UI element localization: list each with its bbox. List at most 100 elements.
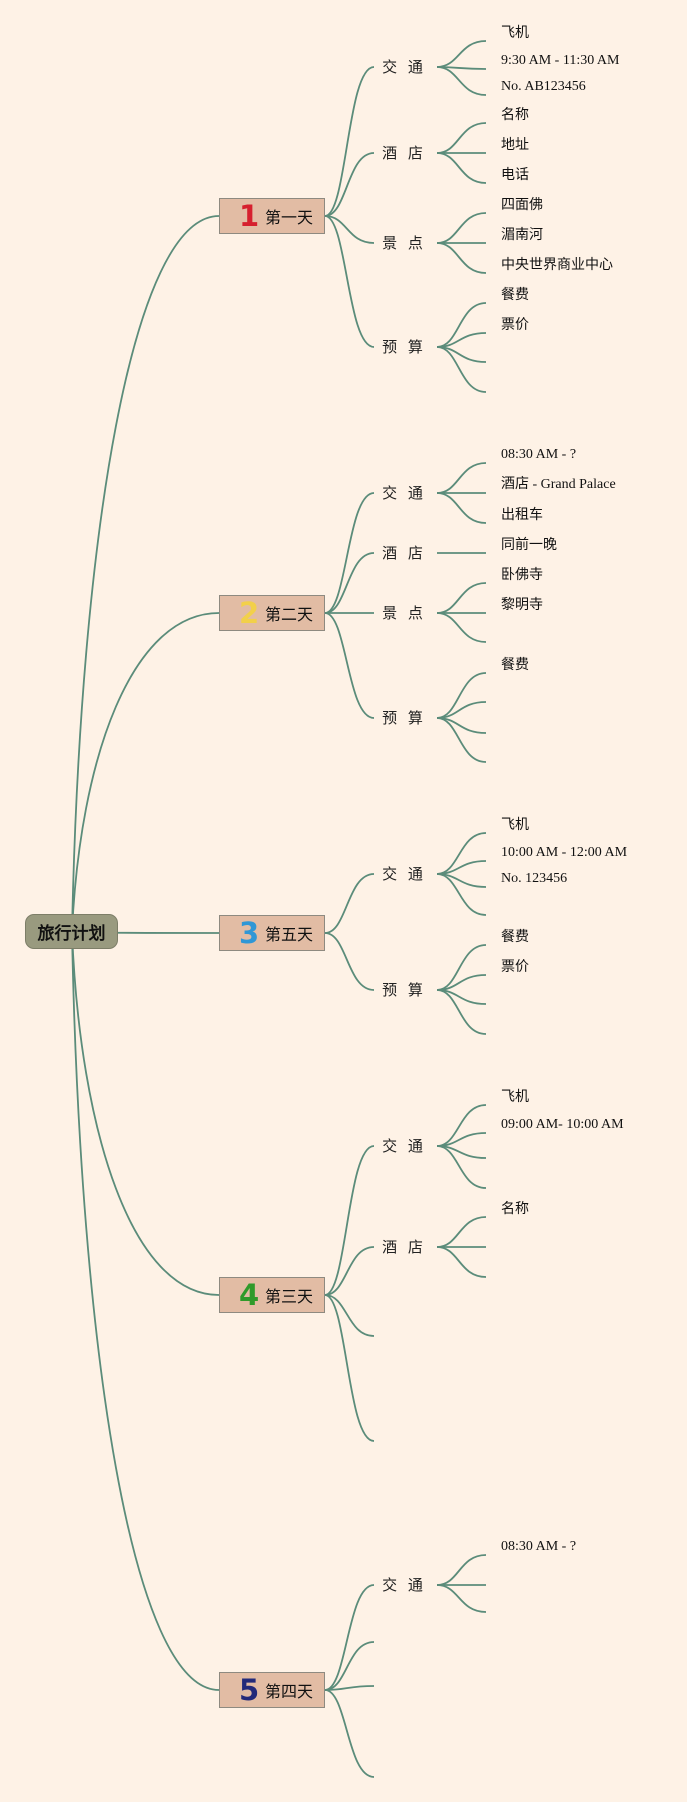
category-to-leaf-line <box>436 242 487 274</box>
category-to-leaf-line <box>436 944 487 991</box>
day-node[interactable]: 1 第一天 <box>219 198 325 234</box>
leaf-item[interactable]: 9:30 AM - 11:30 AM <box>501 53 620 68</box>
category-label[interactable]: 景 点 <box>382 234 426 252</box>
leaf-item[interactable]: 黎明寺 <box>501 597 543 613</box>
leaf-item[interactable]: 名称 <box>501 1201 529 1217</box>
category-to-leaf-line <box>436 1584 487 1613</box>
category-label[interactable]: 交 通 <box>382 1137 426 1155</box>
leaf-item[interactable]: No. 123456 <box>501 871 568 886</box>
day-to-category-line <box>324 1641 375 1691</box>
category-to-leaf-line <box>436 717 487 763</box>
category-to-leaf-line <box>436 302 487 348</box>
leaf-item[interactable]: 09:00 AM- 10:00 AM <box>501 1117 624 1132</box>
day-number-icon: 2 <box>239 595 260 630</box>
leaf-item[interactable]: 10:00 AM - 12:00 AM <box>501 845 628 860</box>
day-to-category-line <box>324 612 375 719</box>
category-label[interactable]: 预 算 <box>382 338 426 356</box>
leaf-item[interactable]: 地址 <box>501 137 529 153</box>
category-to-leaf-line <box>436 1145 487 1189</box>
day-label: 第三天 <box>265 1287 314 1306</box>
day-node[interactable]: 4 第三天 <box>219 1277 325 1313</box>
leaf-item[interactable]: 餐费 <box>501 929 529 945</box>
day-to-category-line <box>324 1294 375 1337</box>
category-to-leaf-line <box>436 1104 487 1147</box>
day-to-category-line <box>324 932 375 991</box>
category-to-leaf-line <box>436 832 487 875</box>
category-to-leaf-line <box>436 152 487 184</box>
root-label: 旅行计划 <box>37 924 106 944</box>
leaf-item[interactable]: 湄南河 <box>501 227 543 243</box>
category-to-leaf-line <box>436 1554 487 1586</box>
category-label[interactable]: 交 通 <box>382 1576 426 1594</box>
category-to-leaf-line <box>436 612 487 643</box>
leaf-item[interactable]: 同前一晚 <box>501 537 557 553</box>
day-number-icon: 1 <box>239 198 260 233</box>
day-node[interactable]: 2 第二天 <box>219 595 325 631</box>
day-number-icon: 3 <box>239 915 260 950</box>
day-to-category-line <box>324 873 375 934</box>
leaf-item[interactable]: 电话 <box>501 167 529 183</box>
category-label[interactable]: 预 算 <box>382 981 426 999</box>
category-to-leaf-line <box>436 66 487 96</box>
day-to-category-line <box>324 215 375 348</box>
category-to-leaf-line <box>436 122 487 154</box>
leaf-item[interactable]: No. AB123456 <box>501 79 586 94</box>
day-node[interactable]: 3 第五天 <box>219 915 325 951</box>
leaf-item[interactable]: 卧佛寺 <box>501 567 543 583</box>
category-to-leaf-line <box>436 492 487 524</box>
category-to-leaf-line <box>436 462 487 494</box>
leaf-item[interactable]: 飞机 <box>501 817 529 833</box>
day-to-category-line <box>324 1145 375 1296</box>
leaf-item[interactable]: 四面佛 <box>501 197 543 213</box>
category-label[interactable]: 景 点 <box>382 604 426 622</box>
leaf-item[interactable]: 飞机 <box>501 25 529 41</box>
category-to-leaf-line <box>436 989 487 1035</box>
day-to-category-line <box>324 1294 375 1442</box>
root-to-day-line <box>71 931 220 1296</box>
leaf-item[interactable]: 08:30 AM - ? <box>501 447 577 462</box>
day-to-category-line <box>324 66 375 217</box>
category-label[interactable]: 交 通 <box>382 484 426 502</box>
day-to-category-line <box>324 1685 375 1691</box>
category-to-leaf-line <box>436 1216 487 1248</box>
category-label[interactable]: 酒 店 <box>382 1238 426 1256</box>
day-to-category-line <box>324 492 375 614</box>
category-label[interactable]: 酒 店 <box>382 144 426 162</box>
day-to-category-line <box>324 152 375 217</box>
leaf-item[interactable]: 飞机 <box>501 1089 529 1105</box>
root-to-day-line <box>71 215 220 933</box>
category-label[interactable]: 预 算 <box>382 709 426 727</box>
root-node-travel-plan[interactable]: 旅行计划 <box>25 914 118 949</box>
leaf-item[interactable]: 票价 <box>501 317 529 333</box>
day-to-category-line <box>324 215 375 244</box>
day-to-category-line <box>324 552 375 614</box>
leaf-item[interactable]: 中央世界商业中心 <box>501 257 613 273</box>
category-to-leaf-line <box>436 672 487 719</box>
day-label: 第五天 <box>265 925 314 944</box>
day-number-icon: 4 <box>239 1277 260 1312</box>
leaf-item[interactable]: 出租车 <box>501 507 543 523</box>
leaf-item[interactable]: 名称 <box>501 107 529 123</box>
category-label[interactable]: 酒 店 <box>382 544 426 562</box>
day-label: 第二天 <box>265 605 314 624</box>
category-to-leaf-line <box>436 40 487 68</box>
category-label[interactable]: 交 通 <box>382 865 426 883</box>
day-number-icon: 5 <box>239 1672 260 1707</box>
day-to-category-line <box>324 1584 375 1691</box>
leaf-item[interactable]: 票价 <box>501 959 529 975</box>
category-to-leaf-line <box>436 346 487 393</box>
day-to-category-line <box>324 1689 375 1778</box>
category-to-leaf-line <box>436 582 487 614</box>
leaf-item[interactable]: 餐费 <box>501 287 529 303</box>
category-label[interactable]: 交 通 <box>382 58 426 76</box>
category-to-leaf-line <box>436 873 487 916</box>
leaf-item[interactable]: 餐费 <box>501 657 529 673</box>
category-to-leaf-line <box>436 212 487 244</box>
day-label: 第一天 <box>265 208 314 227</box>
leaf-item[interactable]: 08:30 AM - ? <box>501 1539 577 1554</box>
leaf-item[interactable]: 酒店 - Grand Palace <box>501 477 616 492</box>
category-to-leaf-line <box>436 1246 487 1278</box>
